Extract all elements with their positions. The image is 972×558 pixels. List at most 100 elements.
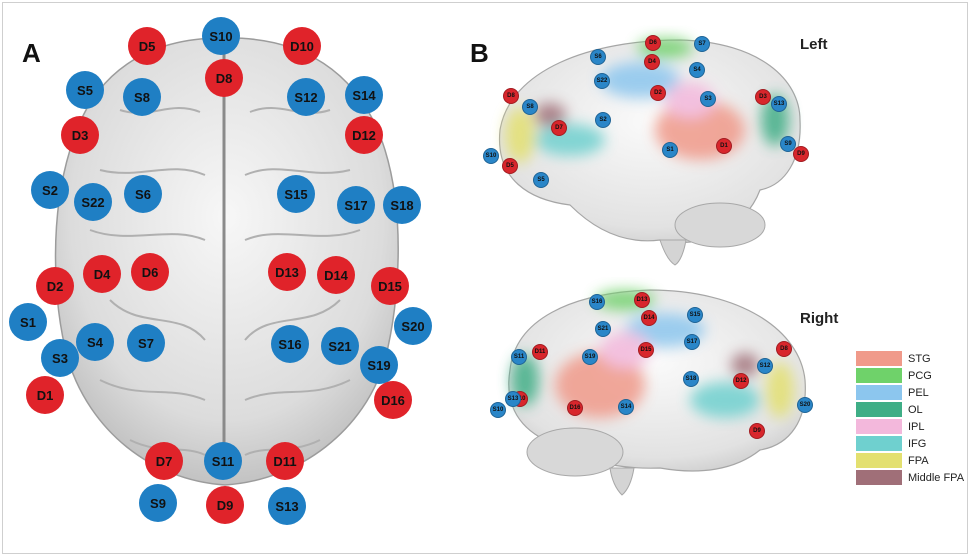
source-optode-s13: S13: [771, 96, 787, 112]
detector-optode-d13: D13: [634, 292, 650, 308]
source-optode-s3: S3: [41, 339, 79, 377]
legend-swatch: [856, 436, 902, 451]
source-optode-s21: S21: [321, 327, 359, 365]
source-optode-s14: S14: [618, 399, 634, 415]
detector-optode-d12: D12: [733, 373, 749, 389]
legend-label: OL: [908, 403, 923, 416]
source-optode-s9: S9: [139, 484, 177, 522]
detector-optode-d9: D9: [206, 486, 244, 524]
right-view-brain: [508, 289, 806, 496]
detector-optode-d3: D3: [755, 89, 771, 105]
legend-label: PCG: [908, 369, 932, 382]
source-optode-s10: S10: [202, 17, 240, 55]
source-optode-s5: S5: [66, 71, 104, 109]
detector-optode-d14: D14: [641, 310, 657, 326]
right-view-label: Right: [800, 310, 839, 327]
source-optode-s22: S22: [74, 183, 112, 221]
detector-optode-d1: D1: [716, 138, 732, 154]
source-optode-s2: S2: [595, 112, 611, 128]
source-optode-s16: S16: [589, 294, 605, 310]
legend-label: Middle FPA: [908, 471, 965, 484]
source-optode-s19: S19: [360, 346, 398, 384]
legend-swatch: [856, 351, 902, 366]
detector-optode-d12: D12: [345, 116, 383, 154]
detector-optode-d6: D6: [131, 253, 169, 291]
legend-label: STG: [908, 352, 931, 365]
legend-swatch: [856, 453, 902, 468]
source-optode-s9: S9: [780, 136, 796, 152]
source-optode-s20: S20: [797, 397, 813, 413]
detector-optode-d2: D2: [650, 85, 666, 101]
legend-label: IPL: [908, 420, 925, 433]
detector-optode-d7: D7: [145, 442, 183, 480]
detector-optode-d3: D3: [61, 116, 99, 154]
detector-optode-d13: D13: [268, 253, 306, 291]
detector-optode-d16: D16: [567, 400, 583, 416]
detector-optode-d6: D6: [645, 35, 661, 51]
source-optode-s18: S18: [683, 371, 699, 387]
source-optode-s22: S22: [594, 73, 610, 89]
detector-optode-d1: D1: [26, 376, 64, 414]
legend-label: IFG: [908, 437, 927, 450]
detector-optode-d2: D2: [36, 267, 74, 305]
source-optode-s16: S16: [271, 325, 309, 363]
source-optode-s10: S10: [483, 148, 499, 164]
detector-optode-d14: D14: [317, 256, 355, 294]
source-optode-s11: S11: [204, 442, 242, 480]
detector-optode-d4: D4: [83, 255, 121, 293]
source-optode-s10: S10: [490, 402, 506, 418]
source-optode-s20: S20: [394, 307, 432, 345]
region-legend: STG PCG PEL OL IPL IFG FPA Middle FPA: [856, 350, 964, 486]
legend-item: Middle FPA: [856, 469, 964, 486]
detector-optode-d15: D15: [638, 342, 654, 358]
source-optode-s4: S4: [689, 62, 705, 78]
legend-item: STG: [856, 350, 964, 367]
detector-optode-d16: D16: [374, 381, 412, 419]
detector-optode-d11: D11: [266, 442, 304, 480]
source-optode-s3: S3: [700, 91, 716, 107]
panel-a-label: A: [22, 38, 41, 68]
detector-optode-d4: D4: [644, 54, 660, 70]
source-optode-s14: S14: [345, 76, 383, 114]
top-view-brain: [54, 37, 399, 486]
source-optode-s4: S4: [76, 323, 114, 361]
source-optode-s15: S15: [687, 307, 703, 323]
source-optode-s7: S7: [694, 36, 710, 52]
detector-optode-d8: D8: [776, 341, 792, 357]
legend-item: FPA: [856, 452, 964, 469]
detector-optode-d5: D5: [128, 27, 166, 65]
left-view-label: Left: [800, 36, 828, 53]
detector-optode-d8: D8: [503, 88, 519, 104]
source-optode-s11: S11: [511, 349, 527, 365]
detector-optode-d9: D9: [793, 146, 809, 162]
source-optode-s17: S17: [684, 334, 700, 350]
source-optode-s21: S21: [595, 321, 611, 337]
legend-swatch: [856, 385, 902, 400]
source-optode-s8: S8: [522, 99, 538, 115]
source-optode-s2: S2: [31, 171, 69, 209]
left-view-brain: [498, 38, 801, 266]
source-optode-s18: S18: [383, 186, 421, 224]
source-optode-s6: S6: [590, 49, 606, 65]
legend-item: PEL: [856, 384, 964, 401]
source-optode-s8: S8: [123, 78, 161, 116]
source-optode-s19: S19: [582, 349, 598, 365]
legend-item: OL: [856, 401, 964, 418]
source-optode-s1: S1: [9, 303, 47, 341]
legend-swatch: [856, 470, 902, 485]
source-optode-s12: S12: [287, 78, 325, 116]
source-optode-s5: S5: [533, 172, 549, 188]
legend-item: PCG: [856, 367, 964, 384]
detector-optode-d8: D8: [205, 59, 243, 97]
source-optode-s17: S17: [337, 186, 375, 224]
detector-optode-d7: D7: [551, 120, 567, 136]
source-optode-s15: S15: [277, 175, 315, 213]
detector-optode-d5: D5: [502, 158, 518, 174]
legend-label: PEL: [908, 386, 929, 399]
source-optode-s12: S12: [757, 358, 773, 374]
detector-optode-d9: D9: [749, 423, 765, 439]
legend-label: FPA: [908, 454, 929, 467]
legend-swatch: [856, 402, 902, 417]
